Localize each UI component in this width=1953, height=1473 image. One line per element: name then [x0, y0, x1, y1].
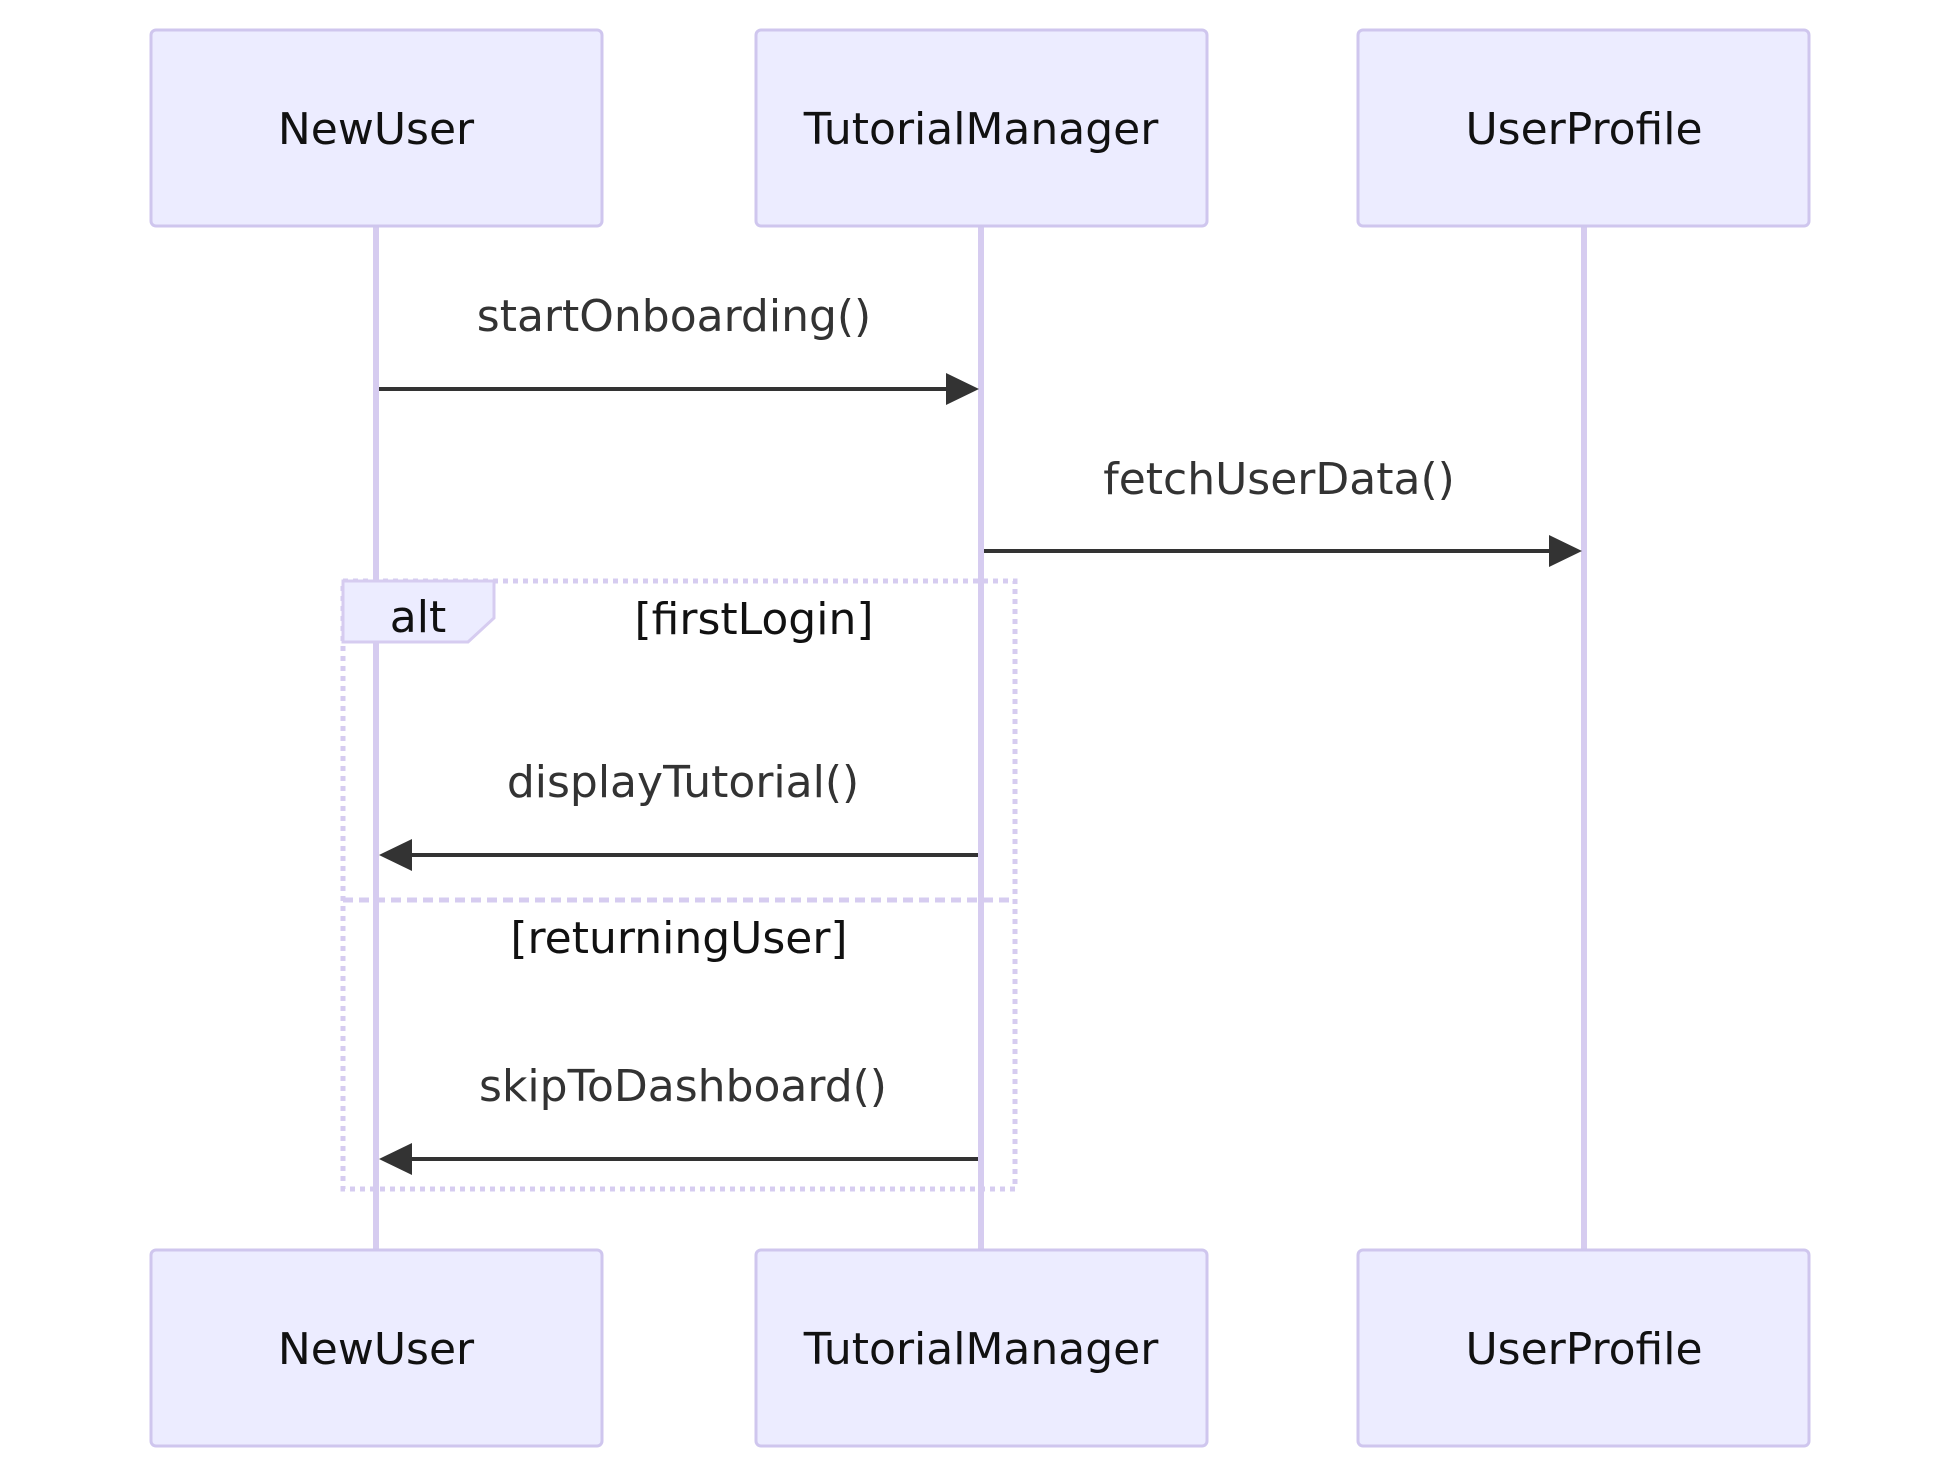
actor-bottom-newuser: NewUser	[149, 1248, 604, 1448]
alt-tab	[341, 579, 496, 644]
message-fetch-user-data: fetchUserData()	[984, 454, 1582, 567]
actor-label-top-newuser: NewUser	[278, 104, 475, 155]
actor-label-top-tutorialmanager: TutorialManager	[803, 104, 1160, 155]
actor-box-top-newuser	[149, 28, 604, 228]
actor-box-top-tutorialmanager	[754, 28, 1209, 228]
alt-condition-first-login: [firstLogin]	[634, 594, 873, 645]
message-label-skip-to-dashboard: skipToDashboard()	[479, 1061, 887, 1112]
actor-top-userprofile: UserProfile	[1356, 28, 1811, 228]
message-display-tutorial: displayTutorial()	[379, 757, 978, 871]
alt-fragment: alt [firstLogin] [returningUser]	[340, 578, 1018, 1192]
actor-label-top-userprofile: UserProfile	[1465, 104, 1702, 155]
actor-top-tutorialmanager: TutorialManager	[754, 28, 1209, 228]
alt-condition-returning-user: [returningUser]	[510, 913, 847, 964]
message-label-start-onboarding: startOnboarding()	[477, 291, 871, 342]
alt-keyword: alt	[390, 592, 446, 643]
arrowhead-start-onboarding	[946, 373, 979, 405]
actor-bottom-userprofile: UserProfile	[1356, 1248, 1811, 1448]
arrowhead-display-tutorial	[379, 839, 412, 871]
actor-bottom-tutorialmanager: TutorialManager	[754, 1248, 1209, 1448]
actor-label-bottom-newuser: NewUser	[278, 1324, 475, 1375]
message-label-fetch-user-data: fetchUserData()	[1103, 454, 1455, 505]
actor-box-bottom-tutorialmanager	[754, 1248, 1209, 1448]
message-label-display-tutorial: displayTutorial()	[507, 757, 859, 808]
actor-label-bottom-userprofile: UserProfile	[1465, 1324, 1702, 1375]
arrowhead-skip-to-dashboard	[379, 1143, 412, 1175]
actor-label-bottom-tutorialmanager: TutorialManager	[803, 1324, 1160, 1375]
actor-top-newuser: NewUser	[149, 28, 604, 228]
actor-box-bottom-newuser	[149, 1248, 604, 1448]
message-skip-to-dashboard: skipToDashboard()	[379, 1061, 978, 1175]
message-start-onboarding: startOnboarding()	[379, 291, 979, 405]
actor-box-top-userprofile	[1356, 28, 1811, 228]
actor-box-bottom-userprofile	[1356, 1248, 1811, 1448]
arrowhead-fetch-user-data	[1549, 535, 1582, 567]
